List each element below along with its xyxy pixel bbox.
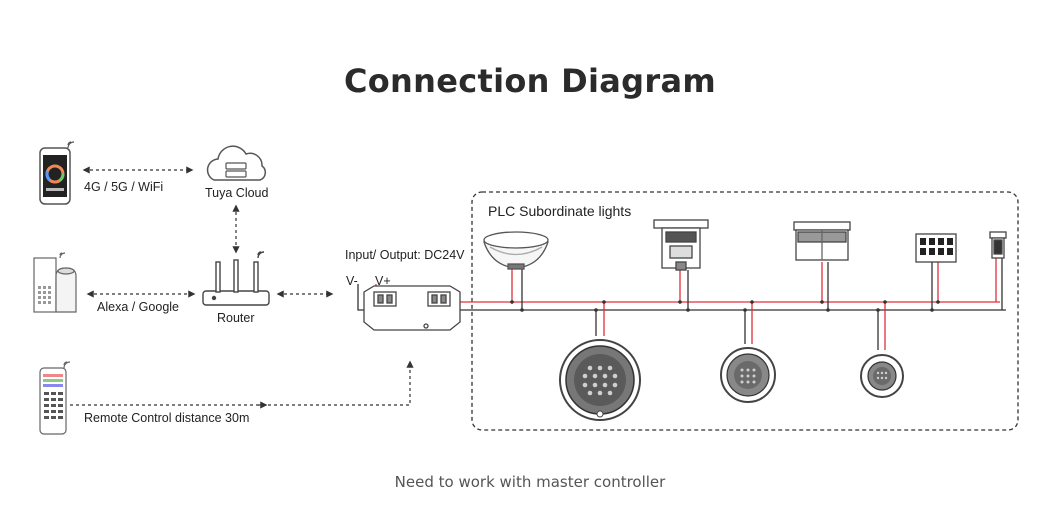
dashed-connections xyxy=(70,166,414,409)
router-icon xyxy=(202,251,270,306)
remote-control-icon xyxy=(39,361,71,435)
smartphone-icon xyxy=(39,141,75,205)
plc-lights-group-box xyxy=(471,191,1019,431)
v-plus-label: V+ xyxy=(375,274,391,288)
inground-spotlight xyxy=(653,219,709,271)
speaker-link-label: Alexa / Google xyxy=(97,300,179,314)
controller-module-icon xyxy=(363,285,461,331)
mini-spot-light xyxy=(989,231,1007,259)
large-pool-light xyxy=(559,339,641,421)
remote-controller-link xyxy=(70,360,414,406)
par-lamp-light xyxy=(483,231,549,270)
io-label: Input/ Output: DC24V xyxy=(345,248,465,262)
small-pool-light xyxy=(860,354,904,398)
bus-negative-wire xyxy=(357,284,1006,311)
grille-light xyxy=(915,233,957,263)
phone-link-label: 4G / 5G / WiFi xyxy=(84,180,164,194)
diagram-title: Connection Diagram xyxy=(343,62,717,100)
v-minus-label: V- xyxy=(346,274,358,288)
cloud-icon xyxy=(206,145,266,181)
square-wall-light xyxy=(793,221,851,261)
router-label: Router xyxy=(217,311,255,325)
medium-pool-light xyxy=(720,347,776,403)
remote-link-label: Remote Control distance 30m xyxy=(84,411,250,425)
cloud-label: Tuya Cloud xyxy=(205,186,269,200)
smart-speaker-icon xyxy=(33,252,77,313)
group-label: PLC Subordinate lights xyxy=(488,203,632,219)
footer-note: Need to work with master controller xyxy=(394,473,666,491)
